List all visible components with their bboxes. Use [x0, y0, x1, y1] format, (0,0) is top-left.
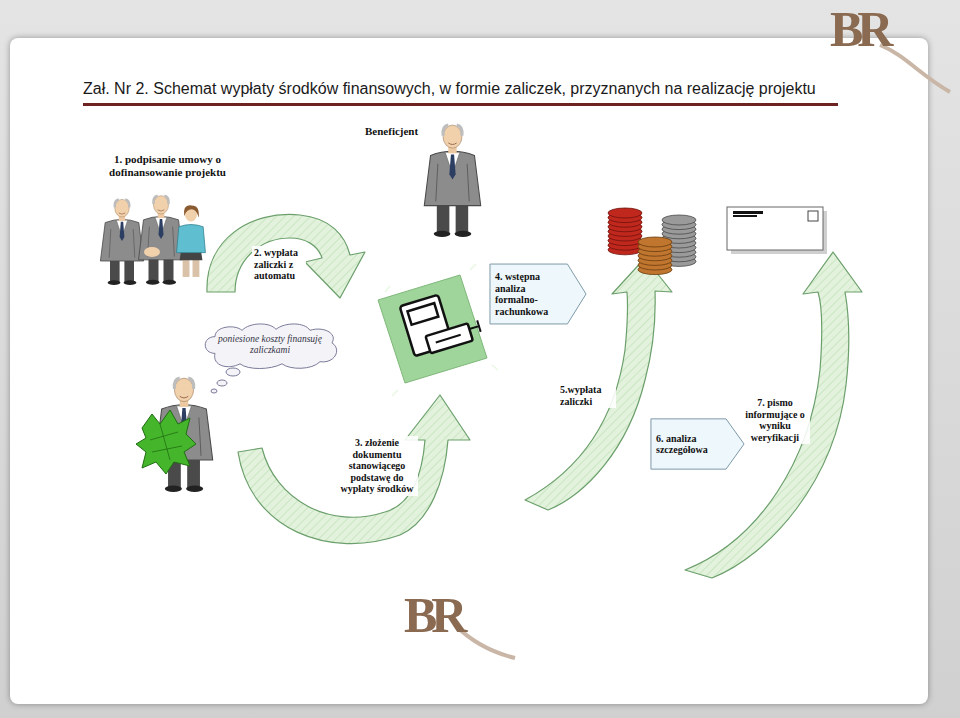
node-text: 4. wstępna analiza formalno-rachunkowa: [495, 271, 565, 317]
node-text: poniesione koszty finansuję zaliczkami: [216, 334, 324, 356]
step-label: 1. podpisanie umowy o dofinansowanie pro…: [100, 153, 235, 178]
slide-card: [10, 38, 928, 704]
node-text: 6. analiza szczegółowa: [656, 433, 723, 456]
diagram-title: Zał. Nr 2. Schemat wypłaty środków finan…: [83, 80, 816, 98]
logo: BR: [404, 590, 484, 640]
role-label: Beneficjent: [365, 125, 435, 138]
logo: BR: [830, 4, 910, 54]
step-label: 2. wypłata zaliczki z automatu: [252, 246, 306, 283]
thought-cloud: poniesione koszty finansuję zaliczkami: [200, 322, 340, 368]
process-arrow-box: 6. analiza szczegółowa: [650, 418, 745, 470]
step-label: 5.wypłata zaliczki: [558, 383, 616, 408]
step-label: 3. złożenie dokumentu stanowiącego podst…: [336, 436, 418, 496]
process-arrow-box: 4. wstępna analiza formalno-rachunkowa: [489, 263, 587, 325]
step-label: 7. pismo informujące o wyniku weryfikacj…: [740, 396, 810, 444]
